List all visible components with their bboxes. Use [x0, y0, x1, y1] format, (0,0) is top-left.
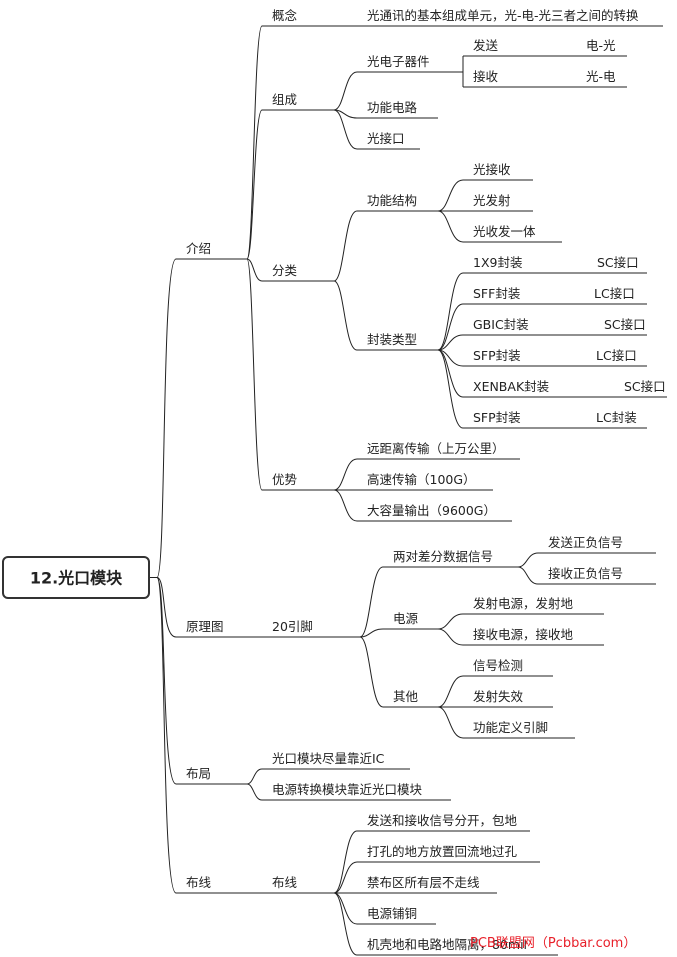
node-label-funcstruct: 功能结构 [367, 193, 417, 208]
connector-optodevice [333, 71, 358, 111]
node-label-layout: 布局 [186, 766, 211, 781]
node-label-pk6: SFP封装 [473, 410, 521, 425]
node-label-optport: 光接口 [367, 131, 405, 146]
node-label-opttx: 光发射 [473, 193, 511, 208]
node-label-pw2: 接收电源，接收地 [473, 627, 574, 642]
node-note-pk5: SC接口 [624, 379, 666, 394]
connector-optport [333, 109, 358, 150]
connector-pk2 [437, 303, 464, 351]
connector-pkgtype [333, 280, 358, 351]
connector-pk6 [437, 349, 464, 429]
node-label-send: 发送 [473, 38, 499, 53]
node-label-advantage: 优势 [272, 472, 298, 487]
node-label-rt2: 打孔的地方放置回流地过孔 [367, 844, 518, 859]
connector-ot3 [437, 706, 464, 739]
root-node-box [2, 556, 150, 599]
node-label-power: 电源 [393, 611, 419, 626]
node-label-lay1: 光口模块尽量靠近IC [272, 751, 385, 766]
connector-rt5 [333, 892, 358, 956]
node-label-pw1: 发射电源，发射地 [473, 596, 574, 611]
node-label-compose: 组成 [272, 92, 297, 107]
connector-pk5 [437, 349, 464, 398]
node-label-rt5: 机壳地和电路地隔离，80mil [367, 937, 527, 952]
node-label-pkgtype: 封装类型 [367, 332, 417, 347]
node-note-pk2: LC接口 [594, 286, 635, 301]
node-note-pk4: LC接口 [596, 348, 637, 363]
connector-adv1 [333, 458, 358, 491]
connector-rt2 [333, 861, 358, 894]
node-label-concept: 概念 [272, 8, 298, 23]
node-label-recv: 接收 [473, 69, 499, 84]
node-label-route: 布线 [272, 875, 298, 890]
connector-layer [149, 25, 539, 956]
connector-pw1 [437, 613, 464, 630]
connector-adv3 [333, 489, 358, 522]
connector-classify [246, 258, 263, 282]
node-label-ot1: 信号检测 [473, 658, 523, 673]
connector-layout [149, 577, 177, 785]
node-label-pk5: XENBAK封装 [473, 379, 549, 394]
connector-pk3 [437, 334, 464, 351]
node-label-diff1: 发送正负信号 [548, 535, 623, 550]
connector-diff [359, 566, 384, 638]
node-label-other: 其他 [393, 689, 419, 704]
node-label-intro: 介绍 [186, 241, 211, 256]
connector-concept [246, 25, 263, 260]
connector-lay1 [246, 768, 263, 785]
connector-lay2 [246, 783, 263, 801]
node-label-pk3: GBIC封装 [473, 317, 529, 332]
node-label-ot2: 发射失效 [473, 689, 524, 704]
node-label-diff: 两对差分数据信号 [393, 549, 493, 564]
connector-diff1 [517, 552, 539, 568]
node-label-pk1: 1X9封装 [473, 255, 522, 270]
node-label-concept_desc: 光通讯的基本组成单元，光-电-光三者之间的转换 [367, 8, 639, 23]
connector-rt4 [333, 892, 358, 925]
node-label-rt1: 发送和接收信号分开，包地 [367, 813, 518, 828]
connector-routing [149, 577, 177, 894]
node-label-rt3: 禁布区所有层不走线 [367, 875, 480, 890]
connector-intro [149, 258, 177, 578]
connector-rt1 [333, 830, 358, 894]
node-label-adv1: 远距离传输（上万公里） [367, 441, 505, 456]
root-node-label: 12.光口模块 [30, 569, 123, 588]
connector-diff2 [517, 566, 539, 585]
connector-ot1 [437, 675, 464, 708]
node-note-pk1: SC接口 [597, 255, 639, 270]
node-note-send: 电-光 [586, 38, 616, 53]
node-note-pk3: SC接口 [604, 317, 646, 332]
connector-pw2 [437, 628, 464, 646]
node-label-pk4: SFP封装 [473, 348, 521, 363]
node-label-pk2: SFF封装 [473, 286, 520, 301]
node-label-rt4: 电源铺铜 [367, 906, 417, 921]
node-label-lay2: 电源转换模块靠近光口模块 [272, 782, 423, 797]
node-note-recv: 光-电 [586, 69, 616, 84]
connector-compose [246, 109, 263, 260]
connector-advantage [246, 258, 263, 491]
node-label-diff2: 接收正负信号 [548, 566, 623, 581]
node-note-pk6: LC封装 [596, 410, 637, 425]
connector-optall [437, 210, 464, 243]
connector-pk1 [437, 272, 464, 351]
node-label-adv2: 高速传输（100G） [367, 472, 476, 487]
node-label-classify: 分类 [272, 263, 298, 278]
node-label-optrecv: 光接收 [473, 162, 511, 177]
connector-funcstruct [333, 210, 358, 282]
node-label-optall: 光收发一体 [473, 224, 536, 239]
node-label-adv3: 大容量输出（9600G） [367, 503, 496, 518]
connector-other [359, 636, 384, 708]
node-label-funccircuit: 功能电路 [367, 100, 418, 115]
connector-power [359, 628, 384, 638]
node-label-pins: 20引脚 [272, 619, 313, 634]
node-label-ot3: 功能定义引脚 [473, 720, 548, 735]
node-label-routing: 布线 [186, 875, 212, 890]
connector-optrecv [437, 179, 464, 212]
node-label-optodevice: 光电子器件 [367, 54, 430, 69]
watermark-text: PCB联盟网（Pcbbar.com） [470, 936, 637, 951]
node-label-schematic: 原理图 [186, 619, 224, 634]
